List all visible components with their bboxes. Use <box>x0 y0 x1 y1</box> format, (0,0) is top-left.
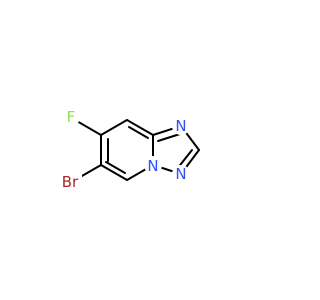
bond-c5-c6-inner <box>105 161 126 174</box>
bond-c7-c8 <box>100 119 128 136</box>
n-bridge-label: N <box>147 157 158 175</box>
n-bottom-label-bg <box>172 165 190 183</box>
bromine-label-bg <box>58 174 82 190</box>
fluorine-label: F <box>67 108 76 126</box>
bond-c8-c8a-inner <box>128 126 149 139</box>
bromine-label: Br <box>62 173 79 191</box>
n-bridge-label-bg <box>144 156 162 174</box>
fluorine-label-bg <box>62 108 80 126</box>
n-bottom-label: N <box>175 165 186 183</box>
bond-c5-c6 <box>100 164 128 181</box>
bond-c8-c8a <box>126 119 154 136</box>
bond-c7-f <box>74 119 102 136</box>
bond-c8a-n1-inner <box>157 133 181 142</box>
n-top-label-bg <box>172 117 190 135</box>
structure-drawing: F Br N N N <box>58 108 200 191</box>
molecule-canvas: F Br N N N <box>58 108 200 191</box>
n-top-label: N <box>175 117 186 135</box>
